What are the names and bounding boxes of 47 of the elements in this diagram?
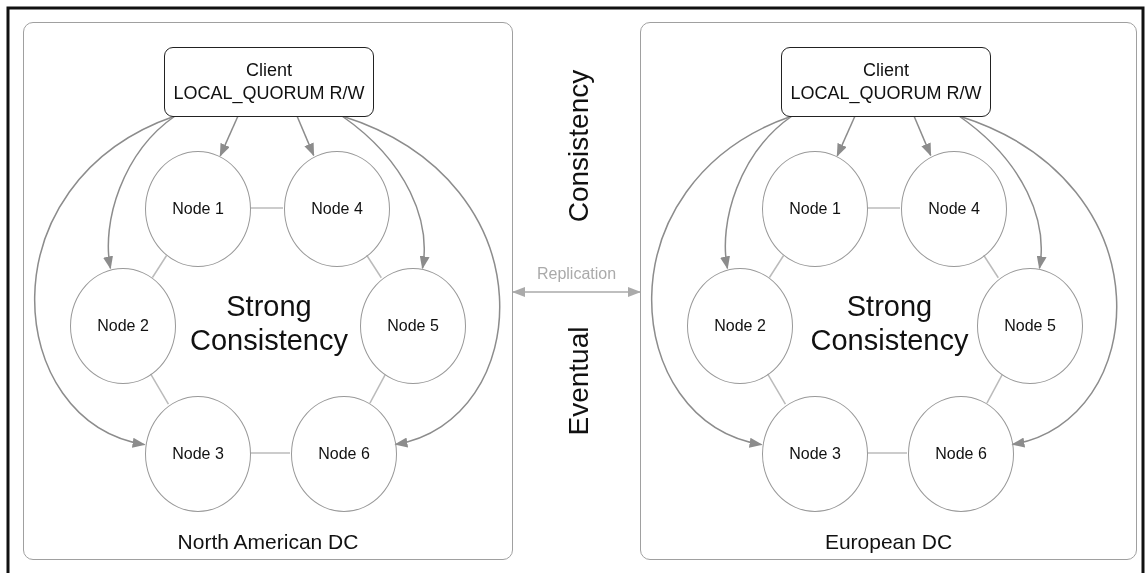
connector-line [365,254,383,279]
node-label: Node 2 [714,317,766,335]
consistency-level: LOCAL_QUORUM R/W [173,82,365,105]
side-label: Eventual [563,326,595,436]
connector-line [986,374,1003,404]
client-box [781,47,991,117]
connector-line [866,452,908,454]
connector-line [369,374,386,404]
side-label: Consistency [563,69,595,223]
node-label: Node 3 [789,445,841,463]
connector-line [149,373,170,405]
connector-line [249,452,291,454]
datacenter-label: European DC [824,530,953,554]
arrow [296,115,315,157]
consistency-level: LOCAL_QUORUM R/W [790,82,982,105]
node-label: Node 1 [789,200,841,218]
consistency-title: Strong Consistency [189,289,349,357]
double-arrow [512,287,641,297]
datacenter-label: North American DC [177,530,359,554]
node-label: Node 2 [97,317,149,335]
node-label: Node 4 [928,200,980,218]
node-label: Node 3 [172,445,224,463]
arrow [958,115,1046,270]
arrow [341,115,429,270]
client-title: Client [246,59,292,82]
node-label: Node 6 [935,445,987,463]
connector-line [982,254,1000,279]
node-label: Node 4 [311,200,363,218]
node-label: Node 5 [387,317,439,335]
connector-line [766,373,787,405]
arrow [103,115,176,270]
connector-line [151,254,168,279]
connector-line [768,254,785,279]
node-label: Node 5 [1004,317,1056,335]
node-label: Node 6 [318,445,370,463]
consistency-title: Strong Consistency [809,289,970,357]
connector-line [866,207,901,209]
arrow [720,115,793,270]
arrow [219,115,239,157]
arrow [836,115,856,157]
client-title: Client [863,59,909,82]
node-label: Node 1 [172,200,224,218]
arrow [913,115,932,157]
connector-line [249,207,284,209]
datacenter-panel [640,22,1137,560]
client-box [164,47,374,117]
datacenter-panel [23,22,513,560]
